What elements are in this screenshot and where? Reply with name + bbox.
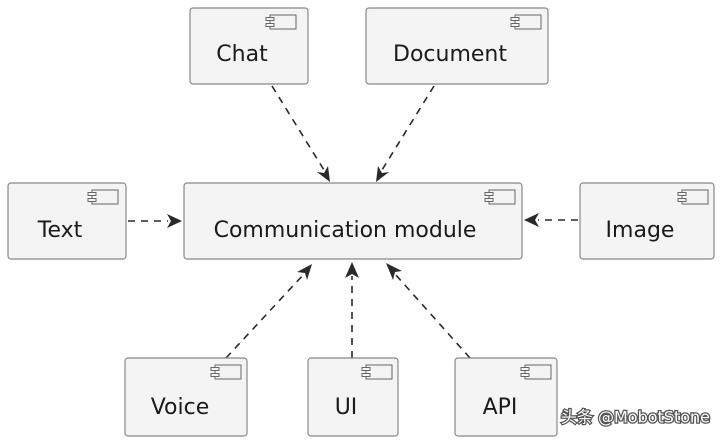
component-label-image: Image (606, 218, 675, 243)
component-chat[interactable]: Chat (189, 7, 309, 85)
dependency-image (524, 213, 578, 227)
component-label-voice: Voice (151, 395, 210, 420)
component-text[interactable]: Text (7, 182, 127, 260)
component-icon (520, 364, 552, 380)
component-icon (210, 364, 242, 380)
watermark: 头条 @MobotStone (561, 408, 710, 427)
component-icon (361, 364, 393, 380)
component-image[interactable]: Image (579, 182, 715, 260)
component-icon (484, 189, 516, 205)
component-icon (265, 14, 297, 30)
component-label-api: API (483, 395, 518, 420)
component-label-chat: Chat (216, 42, 268, 67)
component-label-communication-module: Communication module (214, 218, 477, 243)
component-icon (87, 189, 119, 205)
component-label-document: Document (393, 42, 507, 67)
component-document[interactable]: Document (365, 7, 549, 85)
component-communication-module[interactable]: Communication module (183, 182, 523, 260)
dependency-text (128, 214, 182, 228)
dependency-chat (271, 85, 330, 182)
dependency-document (376, 85, 435, 182)
component-label-text: Text (37, 218, 83, 243)
dependency-api (386, 263, 471, 359)
component-label-ui: UI (335, 395, 358, 420)
component-voice[interactable]: Voice (124, 357, 248, 437)
dependency-ui (345, 262, 359, 358)
component-icon (677, 189, 709, 205)
component-api[interactable]: API (454, 357, 558, 437)
dependency-voice (225, 264, 312, 359)
component-ui[interactable]: UI (307, 357, 399, 437)
component-icon (510, 14, 542, 30)
